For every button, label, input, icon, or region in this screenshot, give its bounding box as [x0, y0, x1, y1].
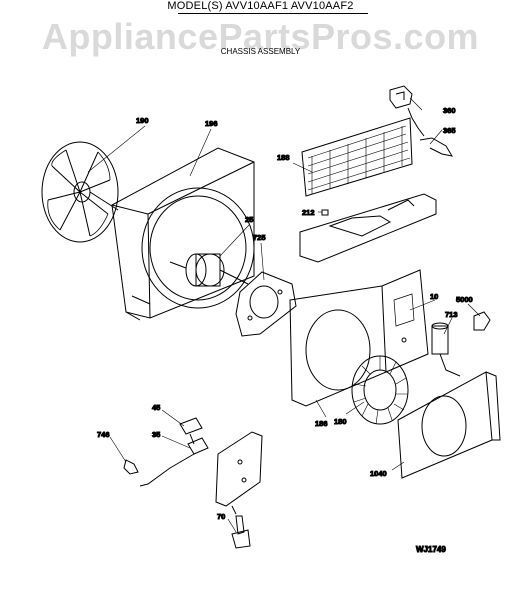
control-item-drawing [473, 311, 491, 331]
diagram-code: WJ1749 [416, 545, 446, 554]
part-label-45: 45 [152, 403, 160, 412]
fan-blade-drawing [41, 141, 119, 243]
switch-drawing [179, 417, 203, 445]
part-label-35: 35 [152, 430, 160, 439]
part-label-25: 25 [245, 215, 253, 224]
model-underline [178, 13, 368, 14]
clip-drawing [321, 209, 329, 216]
thermostat-drawing [139, 437, 209, 487]
diagram-subtitle: CHASSIS ASSEMBLY [220, 47, 301, 56]
leader-lines [87, 97, 481, 533]
model-line: MODEL(S) AVV10AAF1 AVV10AAF2 [167, 0, 354, 12]
scroll-drawing [397, 371, 501, 479]
part-label-186: 186 [315, 419, 328, 428]
part-label-188: 188 [277, 153, 290, 162]
orifice-panel-drawing [289, 269, 429, 407]
knob-drawing [231, 515, 251, 549]
part-label-1040: 1040 [370, 469, 387, 478]
part-label-5000: 5000 [456, 295, 473, 304]
part-label-180: 180 [334, 417, 347, 426]
sensor-drawing [123, 459, 139, 475]
part-label-725: 725 [253, 233, 266, 242]
motor-drawing [169, 253, 249, 287]
part-label-365: 365 [443, 126, 456, 135]
part-label-212: 212 [302, 208, 315, 217]
part-label-190: 190 [136, 116, 149, 125]
part-label-70: 70 [217, 512, 225, 521]
part-label-10: 10 [430, 292, 438, 301]
control-panel-drawing [215, 431, 263, 515]
lever-drawing [419, 137, 454, 157]
capacitor-drawing [431, 322, 461, 377]
motor-mount-drawing [235, 271, 297, 337]
part-label-746: 746 [97, 430, 110, 439]
watermark: AppliancePartsPros.com [41, 16, 480, 57]
blower-wheel-drawing [351, 355, 409, 425]
bracket-drawing [389, 85, 425, 137]
filter-grille-drawing [299, 117, 437, 263]
part-label-196: 196 [205, 119, 218, 128]
part-label-360: 360 [443, 106, 456, 115]
shroud-drawing [111, 147, 255, 321]
part-label-713: 713 [445, 310, 458, 319]
